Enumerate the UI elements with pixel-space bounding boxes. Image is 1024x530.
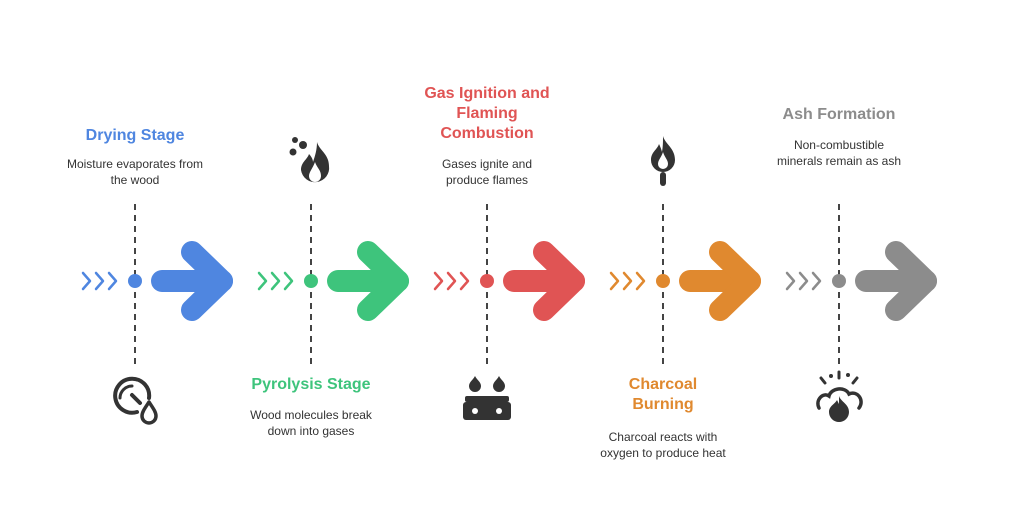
stage-5-node xyxy=(832,274,846,288)
stage-5-chevron xyxy=(811,271,822,291)
stage-4-chevron xyxy=(635,271,646,291)
stage-3-arrow xyxy=(503,241,585,321)
stage-5-arrow xyxy=(855,241,937,321)
stage-1-chevron xyxy=(107,271,118,291)
stage-4-chevron xyxy=(609,271,620,291)
stage-1-node xyxy=(128,274,142,288)
stage-3-chevron xyxy=(433,271,444,291)
stage-3-description: Gases ignite and produce flames xyxy=(441,157,533,187)
stage-4-chevron xyxy=(622,271,633,291)
moisture-gauge-icon xyxy=(113,376,158,425)
stage-2-description: Wood molecules break down into gases xyxy=(250,408,372,438)
stage-3-chevron xyxy=(446,271,457,291)
stage-1-arrow xyxy=(151,241,233,321)
smoke-fire-icon xyxy=(289,137,330,183)
stage-2-title: Pyrolysis Stage xyxy=(251,376,371,393)
stage-5-description: Non-combustible minerals remain as ash xyxy=(776,138,902,168)
stage-3-connector xyxy=(433,204,585,364)
stage-5-title: Ash Formation xyxy=(782,106,896,123)
stage-2-arrow xyxy=(327,241,409,321)
stage-3-chevron xyxy=(459,271,470,291)
stage-5-chevron xyxy=(785,271,796,291)
stage-1-connector xyxy=(81,204,233,364)
stage-5-connector xyxy=(785,204,937,364)
stage-4-title: Charcoal Burning xyxy=(628,376,698,413)
stage-4-node xyxy=(656,274,670,288)
match-flame-icon xyxy=(651,136,675,186)
stage-1-title: Drying Stage xyxy=(85,127,185,144)
stage-4-description: Charcoal reacts with oxygen to produce h… xyxy=(600,430,726,460)
stage-2-chevron xyxy=(283,271,294,291)
ash-explosion-icon xyxy=(816,370,863,422)
stage-1-chevron xyxy=(81,271,92,291)
stage-5-chevron xyxy=(798,271,809,291)
stage-4-connector xyxy=(609,204,761,364)
stage-2-chevron xyxy=(270,271,281,291)
stage-3-node xyxy=(480,274,494,288)
stage-2-connector xyxy=(257,204,409,364)
stage-2-node xyxy=(304,274,318,288)
stage-1-description: Moisture evaporates from the wood xyxy=(66,157,204,187)
stage-3-title: Gas Ignition and Flaming Combustion xyxy=(424,85,550,142)
stage-4-arrow xyxy=(679,241,761,321)
stage-1-chevron xyxy=(94,271,105,291)
stage-2-chevron xyxy=(257,271,268,291)
gas-burner-icon xyxy=(463,376,511,420)
